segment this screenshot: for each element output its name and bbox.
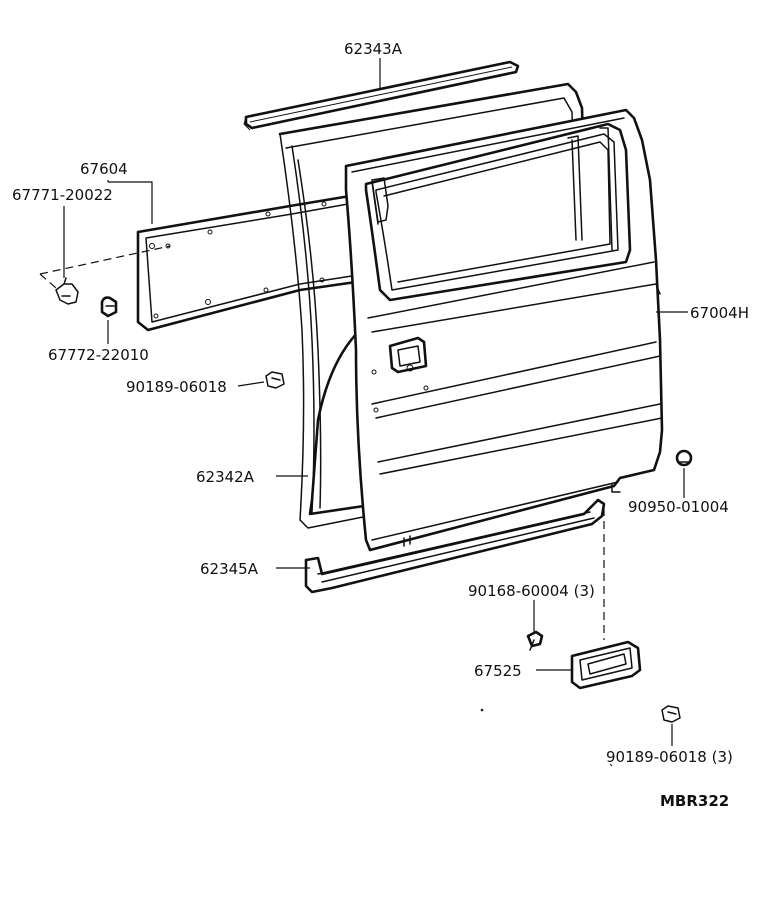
door-panel-part — [344, 108, 664, 552]
label-belt-molding: 62343A — [344, 40, 403, 58]
bumper-part — [675, 449, 693, 467]
lower-weatherstrip-part — [304, 498, 606, 594]
cover-part — [570, 640, 642, 690]
label-bumper: 90950-01004 — [628, 498, 729, 516]
reference-code: MBR322 — [660, 792, 729, 810]
leader-lines — [39, 58, 688, 746]
trim-clip-lower-part — [100, 296, 118, 318]
label-screw-cover: 90168-60004 (3) — [468, 582, 595, 600]
label-screw-right: 90189-06018 (3) — [606, 748, 733, 766]
label-lower-weatherstrip: 62345A — [200, 560, 259, 578]
screw-cover-part — [526, 630, 544, 651]
screw-left-part — [265, 371, 285, 389]
label-cover: 67525 — [474, 662, 522, 680]
label-screw-left: 90189-06018 — [126, 378, 227, 396]
label-trim-clip-lower: 67772-22010 — [48, 346, 149, 364]
trim-board-part — [136, 194, 358, 332]
label-trim-board: 67604 — [80, 160, 128, 178]
label-weatherstrip: 62342A — [196, 468, 255, 486]
trim-clip-upper-part — [55, 277, 79, 305]
label-trim-clip-upper: 67771-20022 — [12, 186, 113, 204]
label-door-panel: 67004H — [690, 304, 749, 322]
belt-molding-part — [243, 60, 520, 131]
screw-right-part — [661, 705, 681, 723]
